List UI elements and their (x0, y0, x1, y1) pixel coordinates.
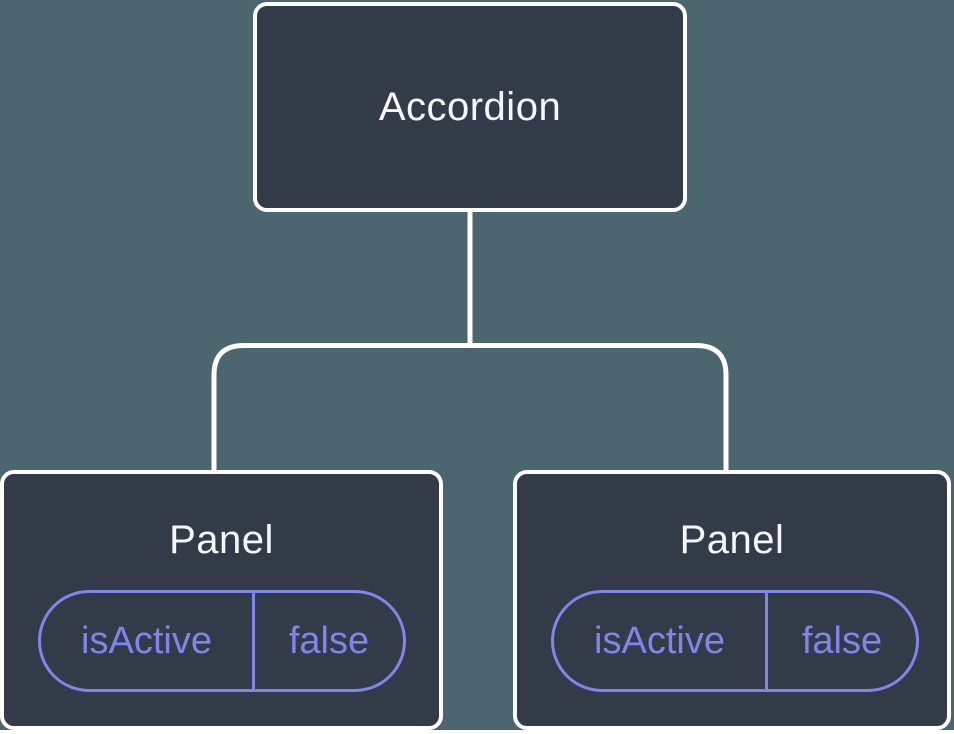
state-value-cell: false (768, 593, 916, 689)
accordion-node: Accordion (253, 2, 687, 212)
panel-node-right: Panel isActive false (513, 470, 951, 730)
state-pill: isActive false (38, 590, 406, 692)
state-value: false (801, 619, 883, 662)
state-key: isActive (81, 619, 212, 662)
state-key: isActive (594, 619, 725, 662)
panel-node-label: Panel (679, 518, 785, 562)
accordion-node-label: Accordion (378, 84, 562, 129)
state-pill: isActive false (551, 590, 919, 692)
state-value: false (288, 619, 370, 662)
panel-node-left: Panel isActive false (0, 470, 443, 730)
state-key-cell: isActive (554, 593, 768, 689)
panel-node-label: Panel (169, 518, 274, 562)
state-key-cell: isActive (41, 593, 255, 689)
state-value-cell: false (255, 593, 403, 689)
